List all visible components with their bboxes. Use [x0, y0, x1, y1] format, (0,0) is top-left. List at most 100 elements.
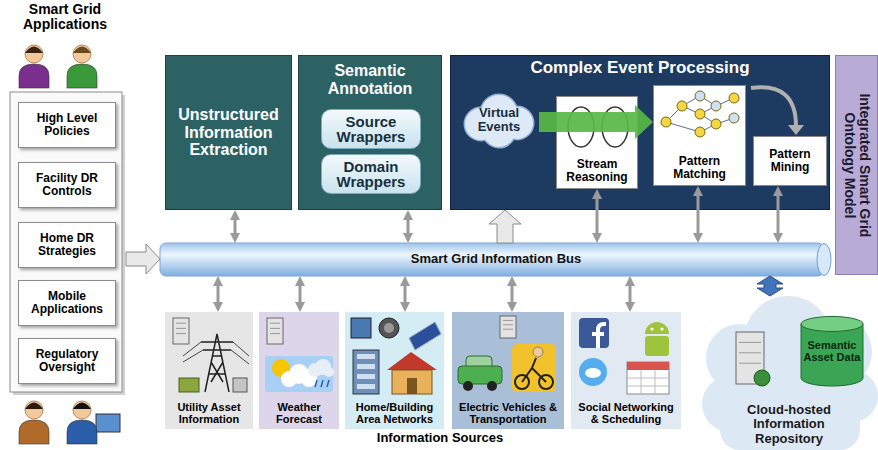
drawing-part [183, 342, 249, 364]
drawing-part [324, 367, 334, 377]
process-box: Stream Reasoning [556, 96, 638, 189]
node-label: Home/Building Area Networks [348, 401, 441, 425]
drawing-part [503, 329, 513, 330]
connector-arrow [511, 283, 514, 305]
drawing-part [233, 378, 247, 392]
drawing-part [10, 92, 122, 392]
node-label: Home DR Strategies [22, 232, 112, 258]
drawing-part [711, 119, 721, 129]
drawing-part [407, 378, 417, 394]
node-label: Pattern Matching [657, 155, 742, 181]
connector-arrow [757, 276, 783, 296]
drawing-part [25, 47, 43, 54]
module-box: Unstructured Information Extraction [165, 55, 292, 210]
apps-icon [10, 45, 125, 444]
drawing-part [503, 324, 513, 325]
database-cylinder: Semantic Asset Data [800, 316, 864, 386]
drawing-part [729, 113, 739, 123]
home-icon [351, 318, 441, 394]
app-panel: Smart Grid ApplicationsHigh Level Polici… [4, 0, 126, 450]
drawing-part [695, 109, 705, 119]
node-label: Mobile Applications [22, 290, 112, 316]
drawing-part [379, 318, 399, 338]
module-box: Complex Event ProcessingVirtual Events St… [450, 55, 830, 210]
rotated-label: Integrated Smart Grid Ontology Model [841, 65, 872, 265]
ev-icon [458, 316, 556, 392]
drawing-part [711, 101, 721, 111]
drawing-part [503, 320, 513, 321]
drawing-part [677, 101, 687, 111]
drawing-part [702, 296, 878, 450]
drawing-part [645, 336, 669, 356]
pipe-icon [160, 243, 831, 276]
event-cloud: Virtual Events [459, 89, 539, 151]
connector-arrow [126, 244, 160, 274]
node-label: Unstructured Information Extraction [169, 106, 288, 159]
node-label: Regulatory Oversight [22, 348, 112, 374]
connector-arrow [234, 217, 237, 236]
drawing-part [265, 356, 333, 392]
drawing-part [25, 403, 43, 410]
repository-cloud: Cloud-hosted Information RepositorySeman… [700, 296, 878, 450]
drawing-part [357, 374, 375, 379]
drawing-part [13, 95, 125, 395]
node-label: Social Networking & Scheduling [574, 401, 678, 425]
drawing-part [800, 316, 872, 388]
drawing-part [179, 378, 199, 392]
section-label: Information Sources [360, 430, 520, 445]
drawing-part [73, 45, 91, 63]
drawing-part [96, 414, 120, 432]
drawing-part [585, 368, 601, 378]
drawing-part [602, 107, 628, 147]
drawing-part [695, 91, 705, 101]
drawing-part [579, 358, 607, 386]
drawing-part [357, 354, 375, 359]
source-box: Social Networking & Scheduling [571, 312, 681, 429]
drawing-part [650, 327, 653, 330]
node-label: Weather Forecast [262, 401, 336, 425]
connector-arrow [489, 210, 521, 243]
process-box: Pattern Matching [653, 85, 746, 186]
cep-icon [751, 87, 804, 135]
connector-arrow [697, 193, 700, 236]
drawing-part [801, 324, 863, 386]
connector-arrow [629, 283, 632, 305]
node-label: Virtual Events [462, 106, 536, 135]
drawing-part [739, 352, 761, 353]
node-label: Facility DR Controls [22, 172, 112, 198]
drawing-part [160, 243, 824, 276]
node-label: Complex Event Processing [530, 59, 749, 78]
graph-icon [661, 91, 739, 137]
cloud-icon [702, 296, 878, 450]
source-box: Electric Vehicles & Transportation [452, 312, 564, 429]
drawing-part [512, 344, 556, 392]
drawing-part [627, 362, 669, 370]
connector-arrow [539, 105, 653, 139]
drawing-part [661, 117, 671, 127]
drawing-part [627, 362, 669, 394]
module-box: Semantic AnnotationSource WrappersDomain… [298, 55, 442, 210]
drawing-part [73, 401, 91, 419]
node-label: Utility Asset Information [168, 401, 250, 425]
drawing-part [754, 370, 770, 386]
drawing-part [817, 244, 831, 276]
drawing-part [788, 125, 804, 135]
drawing-part [173, 318, 189, 344]
drawing-part [73, 47, 91, 54]
drawing-part [568, 107, 594, 147]
app-box: Facility DR Controls [18, 162, 116, 208]
node-label: Semantic Asset Data [803, 339, 861, 363]
node-label: Electric Vehicles & Transportation [455, 401, 561, 425]
drawing-part [645, 322, 669, 334]
node-label: High Level Policies [22, 112, 112, 138]
drawing-part [387, 352, 437, 370]
drawing-part [73, 403, 91, 410]
drawing-part [176, 328, 186, 329]
drawing-part [463, 381, 473, 391]
source-box: Utility Asset Information [165, 312, 253, 429]
drawing-part [267, 318, 283, 344]
connector-arrow [299, 283, 302, 305]
process-box: Pattern Mining [753, 136, 827, 186]
